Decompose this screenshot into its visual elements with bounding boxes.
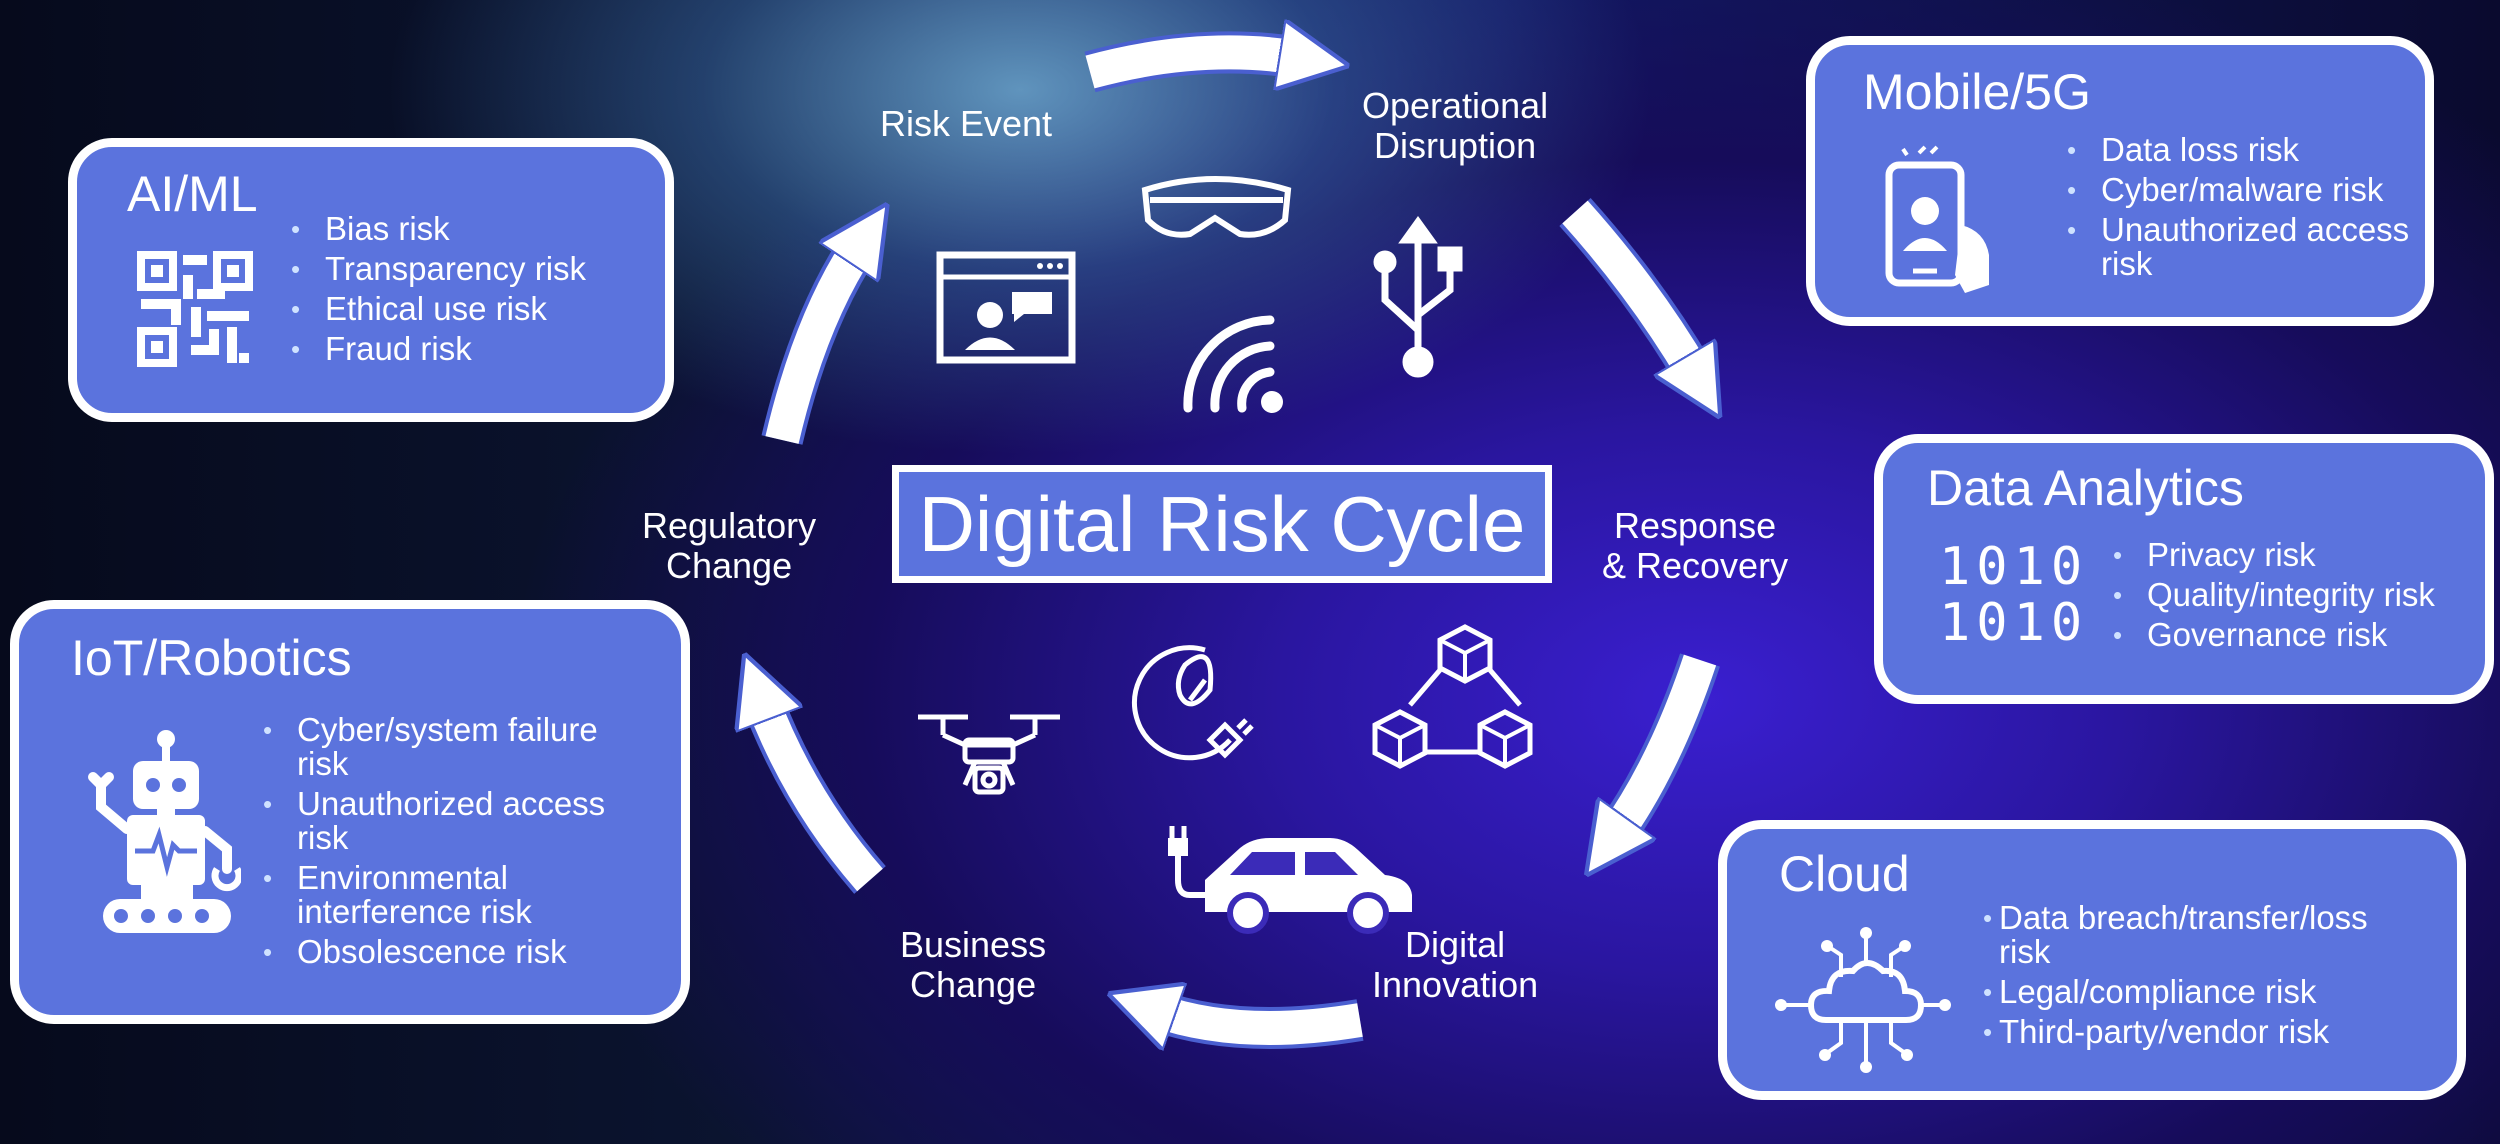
box-analytics-title: Data Analytics	[1927, 460, 2244, 516]
arrow-business-to-regulatory	[762, 700, 886, 894]
box-ai-ml-list: Bias risk Transparency risk Ethical use …	[291, 209, 651, 369]
stage-regulatory-line1: Regulatory	[642, 505, 817, 546]
box-ai-ml: AI/ML Bias risk Transparency risk Ethica…	[68, 138, 674, 422]
box-cloud-item-line: Data breach/transfer/loss	[1999, 899, 2368, 936]
stage-response-line1: Response	[1613, 505, 1777, 546]
blockchain-icon	[1372, 624, 1533, 769]
diagram-title: Digital Risk Cycle	[892, 465, 1552, 583]
binary-line: 1010	[1939, 593, 2089, 653]
box-cloud-item: Legal/compliance risk	[1983, 973, 2453, 1010]
box-mobile-item-line: Unauthorized access	[2101, 211, 2410, 248]
box-mobile-item: Data loss risk	[2067, 131, 2427, 168]
stage-business-change: Business Change	[900, 925, 1046, 1005]
wifi-icon	[1183, 315, 1283, 413]
arrow-operational-to-response	[1559, 197, 1695, 375]
box-data-analytics: Data Analytics 1010 1010 Privacy risk Qu…	[1874, 434, 2494, 704]
stage-innovation-line2: Innovation	[1372, 964, 1539, 1005]
box-iot-item-line: Obsolescence risk	[297, 933, 567, 970]
box-ai-ml-item: Ethical use risk	[291, 289, 651, 329]
box-analytics-item: Privacy risk	[2113, 535, 2493, 575]
stage-business-line1: Business	[900, 924, 1047, 965]
box-analytics-list: Privacy risk Quality/integrity risk Gove…	[2113, 535, 2493, 655]
video-call-icon	[936, 251, 1076, 364]
box-mobile-item-line: Cyber/malware risk	[2101, 171, 2384, 208]
drone-icon	[918, 714, 1060, 795]
box-iot-item-line: Environmental	[297, 859, 508, 896]
box-mobile-item-line: Data loss risk	[2101, 131, 2300, 168]
stage-response-recovery: Response & Recovery	[1602, 506, 1788, 586]
usb-icon	[1373, 216, 1463, 378]
cycle-arrows	[762, 52, 1700, 1028]
box-cloud-item: Third-party/vendor risk	[1983, 1013, 2453, 1050]
box-mobile-item: Cyber/malware risk	[2067, 171, 2427, 208]
electric-car-icon	[1168, 826, 1412, 934]
box-iot-item-line: Cyber/system failure	[297, 711, 598, 748]
stage-business-line2: Change	[909, 964, 1037, 1005]
stage-risk-event: Risk Event	[880, 104, 1052, 144]
stage-operational-line1: Operational	[1362, 85, 1549, 126]
box-cloud-item-line: risk	[1999, 933, 2051, 970]
box-iot-title: IoT/Robotics	[71, 630, 352, 686]
cloud-network-icon	[1775, 927, 1951, 1073]
stage-innovation-line1: Digital	[1405, 924, 1506, 965]
box-iot-item-line: risk	[297, 745, 349, 782]
box-cloud-item-line: Third-party/vendor risk	[1999, 1013, 2330, 1050]
box-iot-item: Obsolescence risk	[263, 933, 683, 970]
arrow-risk-event-to-operational	[1084, 52, 1300, 72]
box-analytics-item: Quality/integrity risk	[2113, 575, 2493, 615]
box-analytics-item: Governance risk	[2113, 615, 2493, 655]
robot-icon	[88, 730, 241, 933]
box-cloud-item-line: Legal/compliance risk	[1999, 973, 2317, 1010]
stage-risk-event-label: Risk Event	[880, 103, 1053, 144]
eco-plug-icon	[1132, 645, 1254, 761]
vr-headset-icon	[1141, 176, 1292, 238]
box-mobile-title: Mobile/5G	[1863, 64, 2091, 120]
arrow-response-to-innovation	[1615, 653, 1720, 835]
box-mobile-item-line: risk	[2101, 245, 2153, 282]
stage-regulatory-line2: Change	[665, 545, 793, 586]
box-iot-item-line: interference risk	[297, 893, 532, 930]
stage-operational-disruption: Operational Disruption	[1362, 86, 1548, 166]
box-mobile-list: Data loss risk Cyber/malware risk Unauth…	[2067, 133, 2427, 281]
stage-regulatory-change: Regulatory Change	[642, 506, 816, 586]
box-ai-ml-item: Bias risk	[291, 209, 651, 249]
stage-operational-line2: Disruption	[1374, 125, 1537, 166]
box-ai-ml-title: AI/ML	[127, 166, 258, 222]
stage-digital-innovation: Digital Innovation	[1372, 925, 1538, 1005]
box-ai-ml-item: Fraud risk	[291, 329, 651, 369]
box-iot-item-line: risk	[297, 819, 349, 856]
binary-data-icon: 1010 1010	[1939, 539, 2088, 651]
box-mobile-5g: Mobile/5G Data loss risk Cyber/malware r…	[1806, 36, 2434, 326]
box-iot-item-line: Unauthorized access	[297, 785, 606, 822]
stage-response-line2: & Recovery	[1602, 545, 1789, 586]
arrow-regulatory-to-risk-event	[761, 245, 860, 445]
smartphone-user-icon	[1885, 145, 1989, 293]
binary-line: 1010	[1939, 537, 2089, 597]
arrow-innovation-to-business	[1155, 1010, 1364, 1028]
box-cloud-title: Cloud	[1779, 846, 1910, 902]
box-ai-ml-item: Transparency risk	[291, 249, 651, 289]
qr-code-icon	[137, 251, 253, 367]
